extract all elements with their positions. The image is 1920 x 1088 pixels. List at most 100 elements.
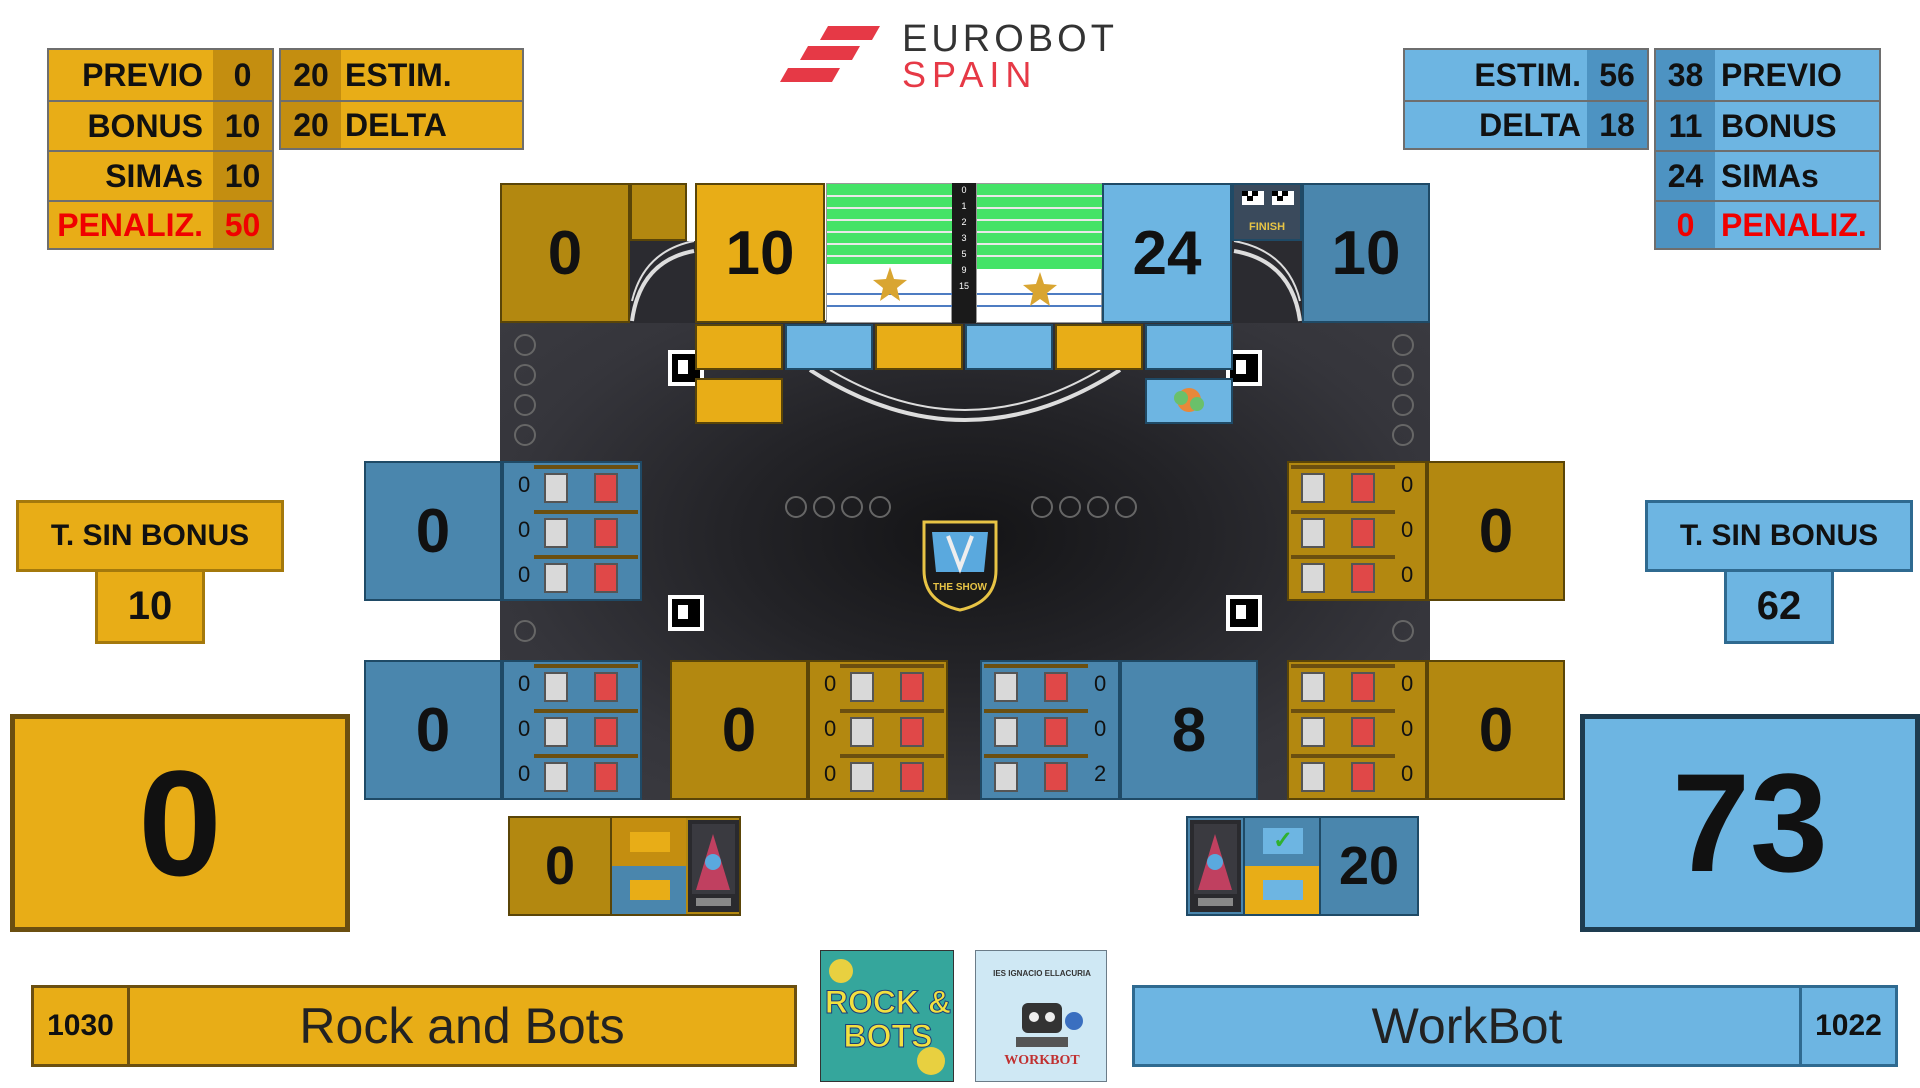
blue-top-score-b: 10 [1302, 183, 1430, 323]
yellow-stats-left: PREVIO 0 BONUS 10 SIMAs 10 PENALIZ. 50 [47, 48, 274, 250]
zone-bottom-center-left-score: 0 [670, 660, 808, 800]
rack-row: 0 [504, 754, 640, 794]
blue-simas-label: SIMAs [1715, 150, 1879, 200]
rack-row-count: 0 [518, 671, 531, 696]
blue-zone-box [1145, 324, 1233, 370]
concert-poster-icon [688, 820, 739, 912]
rack-row-count: 0 [1401, 761, 1414, 786]
yellow-simas-value: 10 [213, 150, 272, 200]
rack-row: 0 [810, 709, 946, 749]
blue-zone-box [785, 324, 873, 370]
zone-bottom-right-score: 0 [1427, 660, 1565, 800]
rack-row-count: 0 [1094, 671, 1107, 696]
blue-small-slot [1243, 866, 1319, 914]
yellow-zone-box [1055, 324, 1143, 370]
blue-simas-value: 24 [1656, 150, 1715, 200]
rack-row-count: 0 [1401, 562, 1414, 587]
rack-row: 0 [1289, 510, 1425, 550]
robot-icon [1016, 1003, 1083, 1047]
rack-row-count: 0 [518, 517, 531, 542]
blue-top-score-a: 24 [1102, 183, 1232, 323]
rack-row: 0 [1289, 555, 1425, 595]
blue-delta-value: 18 [1587, 100, 1647, 148]
scale-label: 15 [958, 281, 969, 291]
field-marker-icon [785, 496, 807, 518]
the-show-logo-icon: THE SHOW [918, 512, 1002, 612]
yellow-small-slot [610, 818, 686, 866]
zone-mid-right-rack: 0 0 0 [1287, 461, 1427, 601]
rack-row: 0 [982, 664, 1118, 704]
field-marker-icon [1059, 496, 1081, 518]
rack-row-count: 0 [1401, 716, 1414, 741]
blue-stats-right: 38 PREVIO 11 BONUS 24 SIMAs 0 PENALIZ. [1654, 48, 1881, 250]
logo-line2: SPAIN [902, 54, 1038, 95]
yellow-previo-value: 0 [213, 50, 272, 100]
blue-bonus-label: BONUS [1715, 100, 1879, 150]
field-marker-icon [1392, 364, 1414, 386]
rack-row-count: 0 [824, 671, 837, 696]
zone-mid-left-score: 0 [364, 461, 502, 601]
blue-team-name: WorkBot [1371, 998, 1563, 1054]
zone-bottom-left-rack: 0 0 0 [502, 660, 642, 800]
field-marker-icon [869, 496, 891, 518]
rock-and-bots-logo-text: ROCK & BOTS [824, 984, 952, 1054]
field-marker-icon [514, 424, 536, 446]
rock-and-bots-logo: ROCK & BOTS [820, 950, 954, 1082]
finish-label: FINISH [1248, 221, 1286, 233]
yellow-small-score: 0 [544, 836, 576, 896]
field-marker-icon [1392, 334, 1414, 356]
rack-row: 0 [504, 555, 640, 595]
yellow-team-bar: 1030 Rock and Bots [31, 985, 797, 1067]
yellow-delta-label: DELTA [341, 100, 522, 148]
field-marker-icon [514, 394, 536, 416]
field-marker-icon [514, 620, 536, 642]
rack-row-count: 0 [824, 716, 837, 741]
rack-row-count: 0 [518, 562, 531, 587]
yellow-ramp-icon [630, 240, 695, 323]
field-marker-icon [1087, 496, 1109, 518]
rack-row: 0 [1289, 754, 1425, 794]
rack-row: 0 [982, 709, 1118, 749]
field-marker-icon [1392, 394, 1414, 416]
blue-small-slot: ✓ [1243, 818, 1319, 866]
blue-penaliz-value: 0 [1656, 200, 1715, 248]
field-marker-icon [841, 496, 863, 518]
blue-penaliz-label: PENALIZ. [1715, 200, 1879, 248]
blue-t-sin-bonus-label: T. SIN BONUS [1645, 500, 1913, 572]
rack-row-count: 0 [1094, 716, 1107, 741]
zone-bottom-center-right-score: 8 [1120, 660, 1258, 800]
rack-row: 2 [982, 754, 1118, 794]
yellow-tower-flag [826, 183, 953, 323]
rack-row: 0 [1289, 465, 1425, 505]
scale-label: 5 [961, 249, 967, 259]
field-marker-icon [1392, 620, 1414, 642]
rack-row: 0 [504, 465, 640, 505]
concert-poster-icon [1190, 820, 1241, 912]
rack-row: 0 [810, 664, 946, 704]
yellow-penaliz-label: PENALIZ. [49, 200, 213, 248]
blue-bonus-value: 11 [1656, 100, 1715, 150]
blue-team-number: 1022 [1799, 988, 1895, 1064]
arena-arc-icon [808, 368, 1122, 422]
zone-mid-right-score: 0 [1427, 461, 1565, 601]
yellow-bonus-label: BONUS [49, 100, 213, 150]
blue-team-bar: WorkBot 1022 [1132, 985, 1898, 1067]
rack-row-count: 0 [1401, 671, 1414, 696]
scale-label: 2 [961, 217, 967, 227]
scale-label: 3 [961, 233, 967, 243]
rack-row-count: 2 [1094, 761, 1107, 786]
zone-bottom-center-right-rack: 0 0 2 [980, 660, 1120, 800]
rack-row-count: 0 [1401, 472, 1414, 497]
blue-previo-value: 38 [1656, 50, 1715, 100]
field-marker-icon [1392, 424, 1414, 446]
zone-bottom-left-score: 0 [364, 660, 502, 800]
rack-row-count: 0 [824, 761, 837, 786]
yellow-total-score: 0 [10, 714, 350, 932]
yellow-simas-label: SIMAs [49, 150, 213, 200]
rack-row: 0 [504, 709, 640, 749]
yellow-t-sin-bonus-label: T. SIN BONUS [16, 500, 284, 572]
logo-line1: EUROBOT [902, 18, 1118, 60]
yellow-team-number: 1030 [34, 988, 130, 1064]
rack-row: 0 [504, 664, 640, 704]
blue-delta-label: DELTA [1405, 100, 1587, 148]
